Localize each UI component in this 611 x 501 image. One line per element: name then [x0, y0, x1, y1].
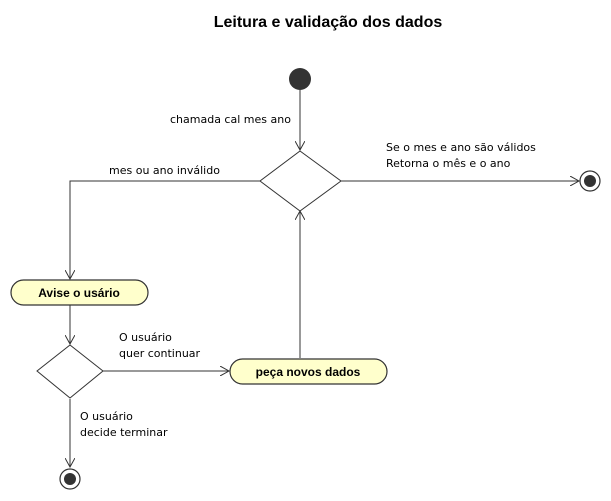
diagram-title: Leitura e validação dos dados: [214, 14, 443, 31]
activity-ask-new-data: [229, 358, 388, 385]
final-node-terminate: [59, 468, 81, 490]
continue-decision: [36, 344, 104, 399]
activity-ask-new-data-label: peça novos dados: [256, 365, 361, 379]
label-terminate-line1: O usuário: [80, 410, 133, 423]
label-valid-line2: Retorna o mês e o ano: [386, 157, 511, 170]
label-valid-line1: Se o mes e ano são válidos: [386, 141, 536, 154]
validation-decision: [259, 150, 342, 212]
initial-node: [289, 68, 311, 90]
label-continue-line1: O usuário: [119, 331, 172, 344]
label-continue-line2: quer continuar: [119, 347, 201, 360]
label-invalid: mes ou ano inválido: [109, 164, 220, 177]
edge-invalid: [70, 180, 260, 279]
label-call: chamada cal mes ano: [170, 113, 291, 126]
final-node-valid: [579, 170, 601, 192]
label-terminate-line2: decide terminar: [80, 426, 168, 439]
activity-warn-user: [10, 279, 149, 306]
activity-warn-user-label: Avise o usário: [38, 286, 120, 300]
